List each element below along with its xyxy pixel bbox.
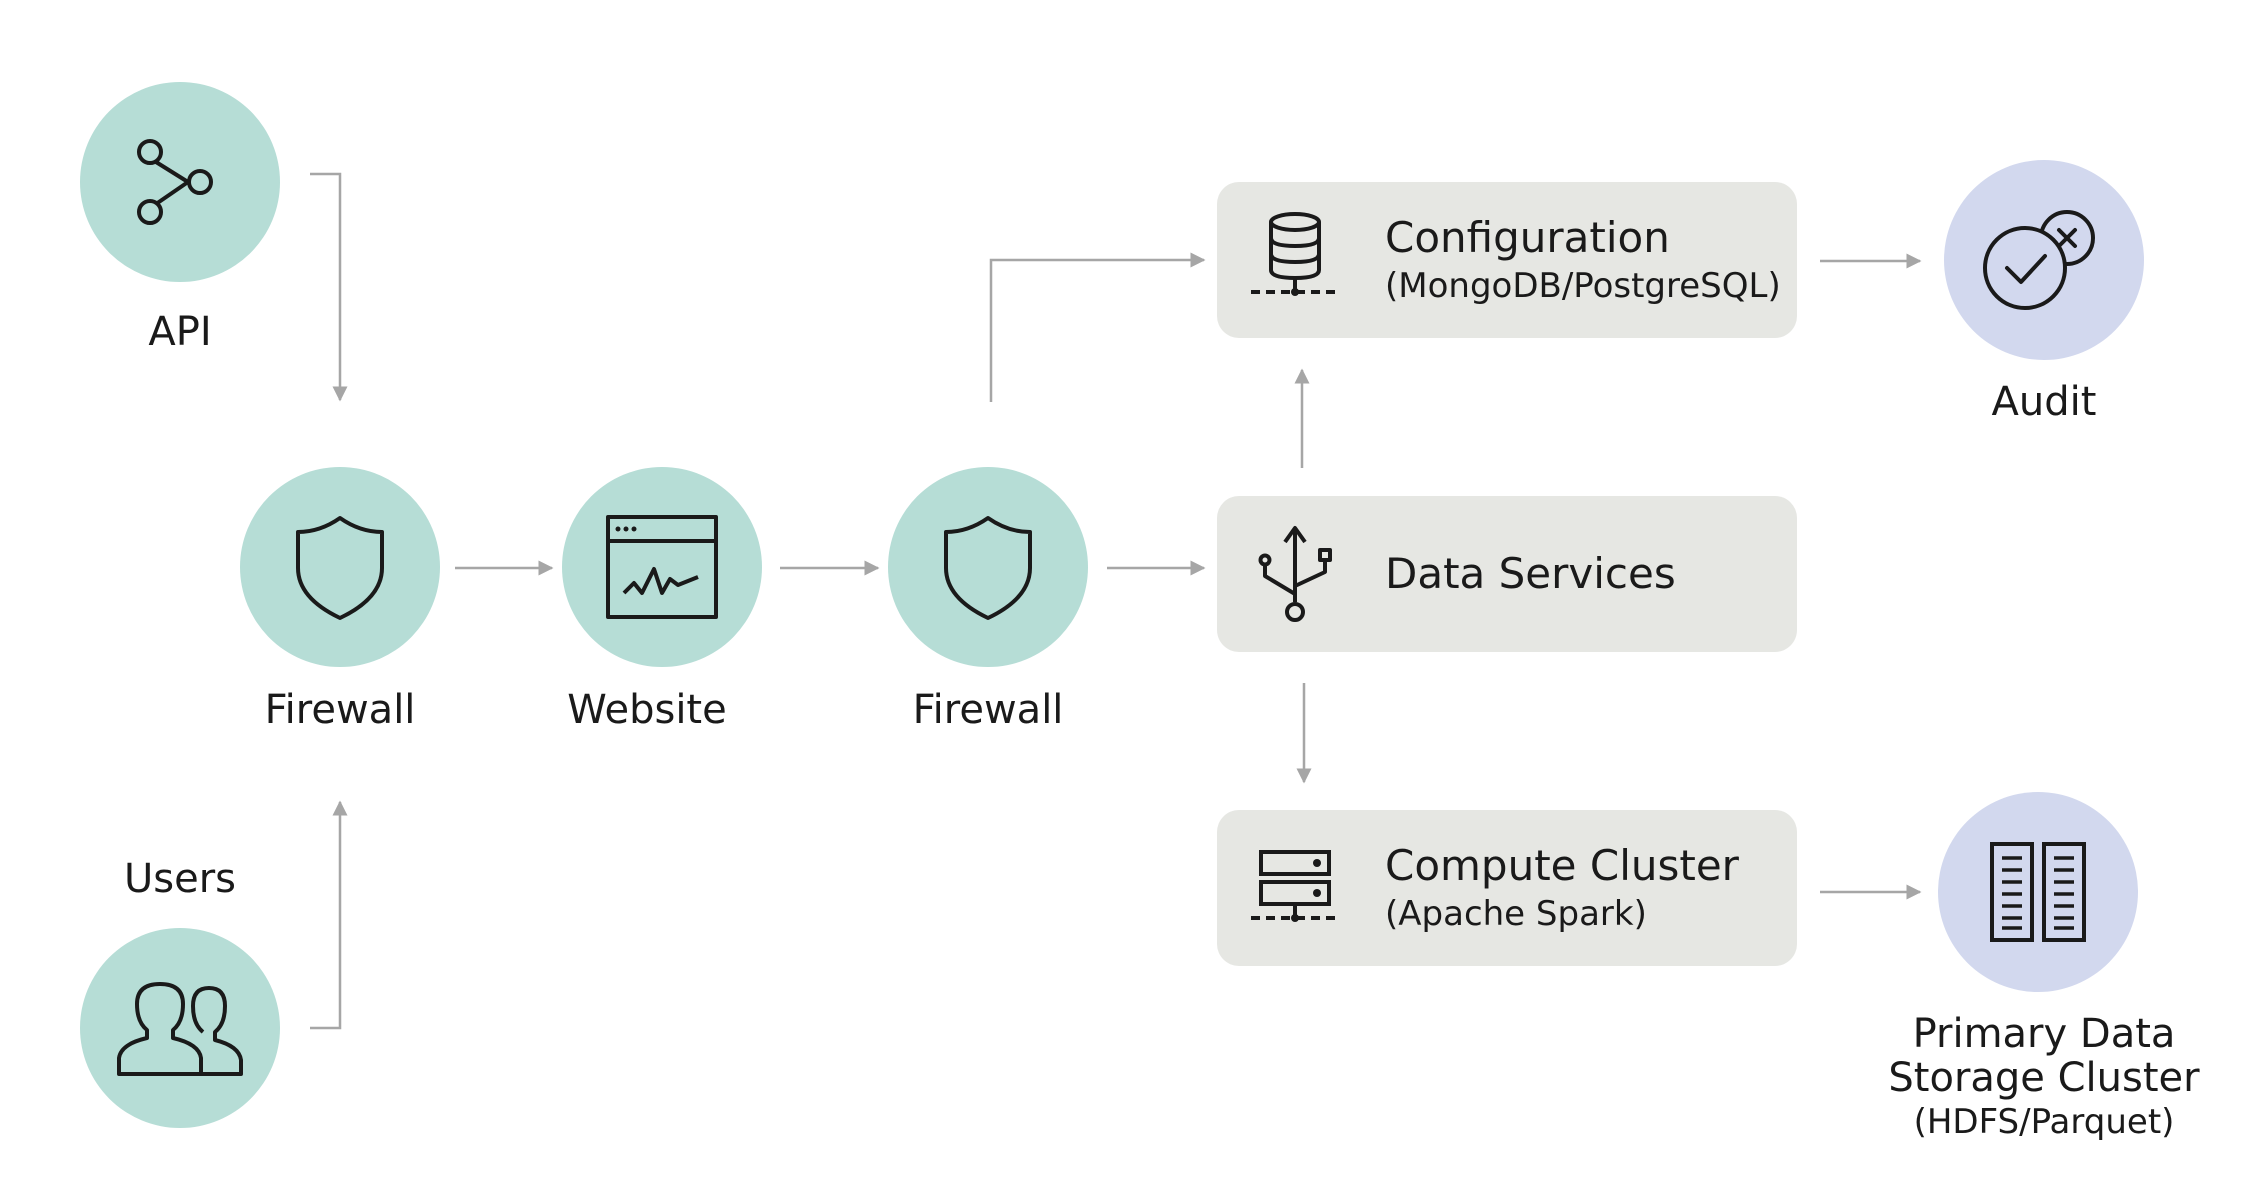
- audit-node: [1944, 160, 2144, 360]
- users-label: Users: [123, 856, 237, 902]
- firewall-label-2: Firewall: [912, 687, 1064, 733]
- configuration-box: Configuration (MongoDB/PostgreSQL): [1217, 182, 1797, 338]
- audit-label: Audit: [1991, 379, 2097, 425]
- firewall-node-1: [240, 467, 440, 667]
- api-node: [80, 82, 280, 282]
- database-icon: [1251, 212, 1339, 296]
- storage-node: [1938, 792, 2138, 992]
- users-to-firewall-connector: [310, 800, 348, 1030]
- storage-label-line1: Primary Data: [1912, 1011, 2176, 1057]
- check-cross-icon: [1983, 210, 2095, 310]
- storage-label: Primary Data Storage Cluster (HDFS/Parqu…: [1888, 1012, 2199, 1144]
- usb-icon: [1258, 526, 1332, 622]
- users-node: [80, 928, 280, 1128]
- shield-icon: [296, 516, 384, 620]
- data-services-box: Data Services: [1217, 496, 1797, 652]
- storage-rack-icon: [1990, 842, 2086, 942]
- website-label: Website: [567, 687, 727, 733]
- firewall-to-configuration-connector: [989, 252, 1206, 402]
- compute-cluster-subtitle: (Apache Spark): [1385, 894, 1647, 934]
- firewall-node-2: [888, 467, 1088, 667]
- configuration-title: Configuration: [1385, 213, 1670, 262]
- users-icon: [117, 982, 243, 1076]
- storage-label-line3: (HDFS/Parquet): [1913, 1102, 2175, 1142]
- firewall-label-1: Firewall: [264, 687, 416, 733]
- api-label: API: [148, 309, 212, 355]
- share-icon: [137, 139, 213, 225]
- website-node: [562, 467, 762, 667]
- compute-cluster-title: Compute Cluster: [1385, 841, 1739, 890]
- shield-icon: [944, 516, 1032, 620]
- storage-label-line2: Storage Cluster: [1888, 1055, 2200, 1101]
- configuration-subtitle: (MongoDB/PostgreSQL): [1385, 266, 1781, 306]
- browser-activity-icon: [606, 515, 718, 619]
- data-services-title: Data Services: [1385, 549, 1676, 598]
- server-icon: [1251, 850, 1339, 922]
- compute-cluster-box: Compute Cluster (Apache Spark): [1217, 810, 1797, 966]
- api-to-firewall-connector: [310, 172, 348, 402]
